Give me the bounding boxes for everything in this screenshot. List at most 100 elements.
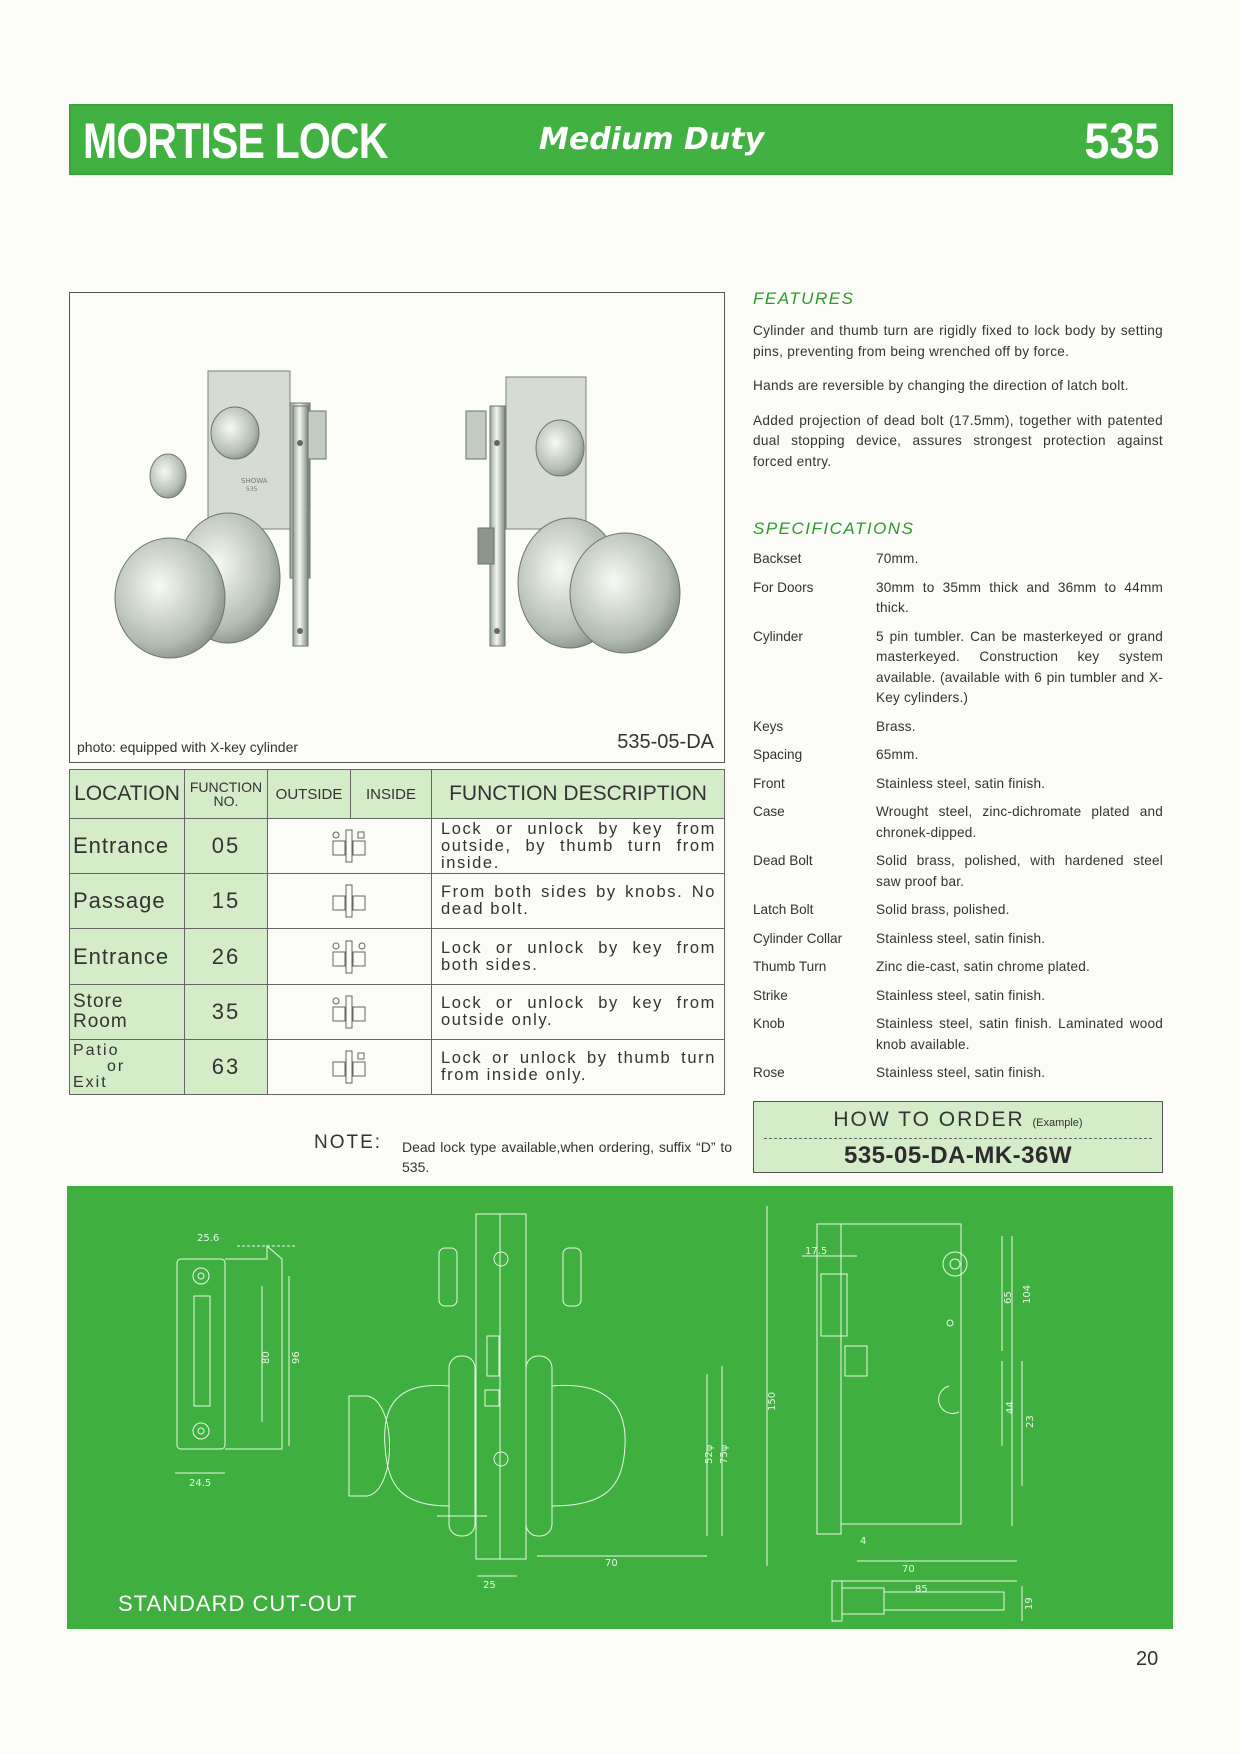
dim-bolt-19: 19	[1024, 1597, 1035, 1610]
cutout-technical-drawing: 25.6 24.5 80 96 25 70 52φ	[175, 1206, 1036, 1622]
spec-key: Keys	[753, 718, 784, 734]
screw-icon	[297, 440, 303, 446]
spec-row: Strike Stainless steel, satin finish.	[753, 986, 1163, 1007]
note-text: Dead lock type available,when ordering, …	[402, 1139, 732, 1175]
location-line: or	[107, 1057, 126, 1075]
lock-function-symbol-icon	[332, 829, 365, 863]
description-cell: Lock or unlock by key from outside only.	[431, 983, 725, 1040]
specifications-title: SPECIFICATIONS	[753, 519, 915, 538]
lock-function-symbol-icon	[332, 1050, 365, 1084]
dim-height-44: 44	[1005, 1401, 1016, 1414]
location-line: Patio	[73, 1041, 120, 1059]
header-outside: OUTSIDE	[267, 768, 351, 820]
spec-value: Brass.	[876, 718, 916, 734]
function-no-cell: 15	[184, 873, 268, 930]
dim-front-width: 25	[483, 1580, 496, 1591]
spec-key: Thumb Turn	[753, 959, 827, 974]
spec-value: 65mm.	[876, 747, 919, 762]
dim-case-85: 85	[915, 1584, 928, 1595]
header-banner: MORTISE LOCK Medium Duty 535	[69, 104, 1173, 175]
dim-knob-diameter: 75φ	[719, 1444, 730, 1464]
spec-value: Wrought steel, zinc-dichromate plated an…	[876, 804, 1163, 840]
model-number: 535	[1083, 113, 1159, 169]
photo-caption: photo: equipped with X-key cylinder	[77, 739, 299, 755]
spec-value: Stainless steel, satin finish.	[876, 930, 1046, 946]
spec-key: Backset	[753, 551, 802, 566]
function-no-cell: 05	[184, 818, 268, 875]
header-function-description: FUNCTION DESCRIPTION	[431, 768, 725, 820]
note-label: NOTE:	[314, 1132, 383, 1153]
dim-strike-offset: 24.5	[189, 1478, 211, 1489]
order-example-note: (Example)	[1032, 1117, 1083, 1129]
dim-case-70: 70	[902, 1564, 915, 1575]
dim-strike-h1: 80	[261, 1351, 272, 1364]
location-line: Store	[73, 990, 124, 1012]
dim-strike-width: 25.6	[197, 1233, 219, 1244]
spec-value: Stainless steel, satin finish.	[876, 987, 1046, 1003]
header-function-no: FUNCTION NO.	[184, 768, 268, 820]
features-list: Cylinder and thumb turn are rigidly fixe…	[753, 321, 1163, 486]
table-header-row: LOCATION FUNCTION NO. OUTSIDE INSIDE FUN…	[69, 768, 725, 820]
header-location: LOCATION	[69, 768, 185, 820]
description-cell: Lock or unlock by key from both sides.	[431, 928, 725, 985]
spec-key: Strike	[753, 987, 788, 1003]
description-cell: Lock or unlock by thumb turn from inside…	[431, 1038, 725, 1096]
spec-row: Backset 70mm.	[753, 549, 1163, 570]
function-no-cell: 26	[184, 928, 268, 985]
brand-mark: SHOWA	[241, 477, 268, 485]
standard-cutout-drawing: 25.6 24.5 80 96 25 70 52φ	[67, 1186, 1173, 1629]
function-symbol-cell	[267, 873, 432, 930]
photo-model-code: 535-05-DA	[617, 731, 714, 753]
standard-cutout-label: STANDARD CUT-OUT	[118, 1591, 358, 1616]
function-table: LOCATION FUNCTION NO. OUTSIDE INSIDE FUN…	[69, 768, 725, 1096]
spec-value: 70mm.	[876, 551, 919, 566]
feature-paragraph: Hands are reversible by changing the dir…	[753, 378, 1129, 393]
knob-icon	[569, 532, 681, 654]
product-title: MORTISE LOCK	[83, 113, 388, 169]
feature-paragraph: Added projection of dead bolt (17.5mm), …	[753, 412, 1163, 469]
function-symbol-cell	[267, 818, 432, 875]
spec-value: Stainless steel, satin finish.	[876, 1065, 1046, 1080]
table-row: Entrance 05 Lock or unlock by key from o…	[69, 818, 725, 875]
spec-value: Zinc die-cast, satin chrome plated.	[876, 959, 1091, 974]
table-row: Patio or Exit 63 Lock or unlock by thumb…	[69, 1038, 725, 1096]
dim-backset: 70	[605, 1558, 618, 1569]
lock-photo-illustration: SHOWA 535	[114, 370, 681, 659]
lock-side-view-drawing: 25 70 52φ 75φ	[348, 1213, 730, 1591]
function-symbol-cell	[267, 928, 432, 985]
spec-key: Latch Bolt	[753, 902, 814, 917]
spec-key: Dead Bolt	[753, 853, 813, 868]
product-photo-box: SHOWA 535 photo: equipped with X-key cyl…	[69, 292, 725, 763]
function-symbol-cell	[267, 983, 432, 1040]
lock-case-front-view-drawing: 150 17.5 65 104 44 23 4 70 85 19	[766, 1206, 1036, 1622]
spec-row: Keys Brass.	[753, 717, 1163, 738]
location-cell: Patio or Exit	[69, 1038, 185, 1096]
order-code: 535-05-DA-MK-36W	[843, 1142, 1073, 1169]
feature-paragraph: Cylinder and thumb turn are rigidly fixe…	[753, 323, 1163, 359]
spec-key: Case	[753, 804, 785, 819]
location-cell: Entrance	[69, 928, 185, 985]
spec-row: Rose Stainless steel, satin finish.	[753, 1063, 1163, 1084]
header-function-no-line2: NO.	[213, 793, 239, 810]
dim-deadbolt: 17.5	[805, 1246, 827, 1257]
header-inside: INSIDE	[350, 768, 432, 820]
function-no-cell: 35	[184, 983, 268, 1040]
spec-key: Rose	[753, 1065, 785, 1080]
features-title: FEATURES	[753, 289, 855, 308]
spec-row: Case Wrought steel, zinc-dichromate plate…	[753, 802, 1163, 843]
lock-function-symbol-icon	[332, 995, 365, 1029]
order-title-text: HOW TO ORDER	[833, 1108, 1025, 1131]
screw-icon	[494, 628, 500, 634]
dim-height-104: 104	[1022, 1285, 1033, 1304]
how-to-order-title: HOW TO ORDER (Example)	[754, 1108, 1162, 1132]
key-cylinder-icon	[149, 453, 187, 499]
divider	[764, 1138, 1152, 1139]
